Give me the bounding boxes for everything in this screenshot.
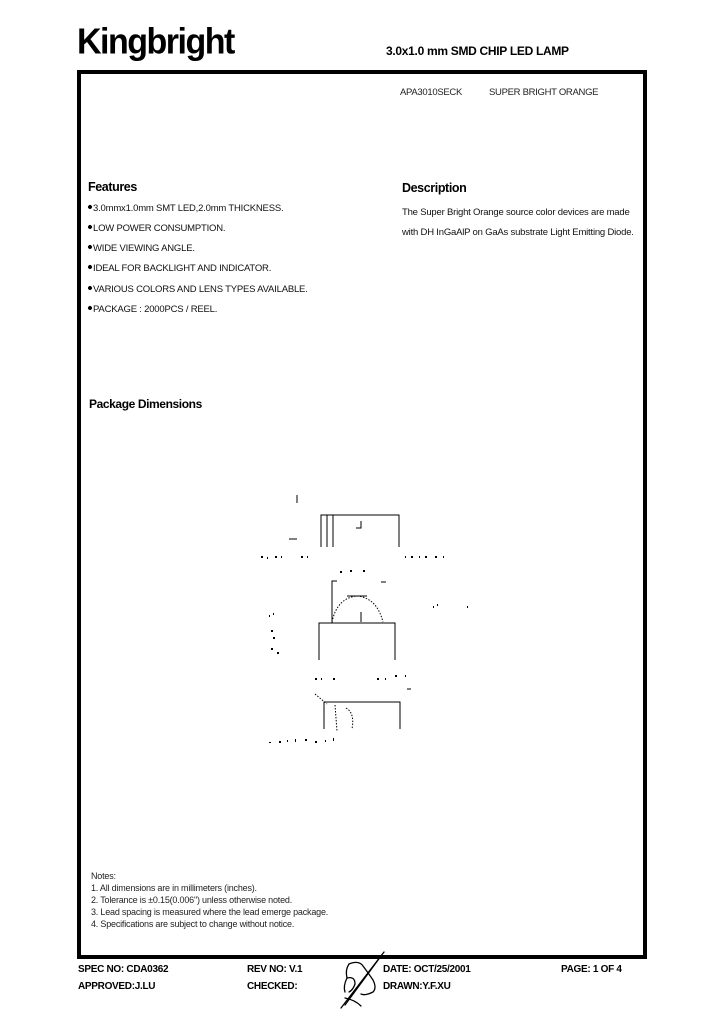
content-frame (77, 70, 647, 959)
bullet-icon (87, 305, 93, 311)
hand-pen-signature-icon (340, 951, 385, 1009)
description-text: The Super Bright Orange source color dev… (402, 207, 634, 238)
note-item: 4. Specifications are subject to change … (91, 919, 295, 929)
part-number: APA3010SECK (400, 87, 463, 98)
revision-number: REV NO: V.1 (247, 964, 303, 975)
feature-item: LOW POWER CONSUMPTION. (87, 222, 308, 242)
page-indicator: PAGE: 1 OF 4 (561, 964, 622, 975)
feature-item: 3.0mmx1.0mm SMT LED,2.0mm THICKNESS. (87, 202, 308, 222)
features-heading: Features (88, 180, 137, 194)
notes-section: Notes: 1. All dimensions are in millimet… (91, 870, 328, 930)
feature-item: IDEAL FOR BACKLIGHT AND INDICATOR. (87, 262, 308, 283)
approved-by: APPROVED:J.LU (78, 981, 156, 992)
document-title: 3.0x1.0 mm SMD CHIP LED LAMP (386, 44, 569, 58)
package-dimensions-heading: Package Dimensions (89, 397, 202, 411)
spec-number: SPEC NO: CDA0362 (78, 964, 169, 975)
part-description: SUPER BRIGHT ORANGE (489, 87, 599, 98)
drawn-by: DRAWN:Y.F.XU (383, 981, 451, 992)
features-list: 3.0mmx1.0mm SMT LED,2.0mm THICKNESS. LOW… (87, 202, 308, 323)
note-item: 3. Lead spacing is measured where the le… (91, 907, 329, 917)
package-dimensions-drawing (261, 495, 468, 743)
bullet-icon (87, 224, 93, 230)
bullet-icon (87, 285, 93, 291)
checked-by: CHECKED: (247, 981, 298, 992)
notes-heading: Notes: (91, 871, 116, 881)
feature-item: WIDE VIEWING ANGLE. (87, 242, 308, 262)
note-item: 2. Tolerance is ±0.15(0.006") unless oth… (91, 895, 292, 905)
bullet-icon (87, 264, 93, 270)
bullet-icon (87, 204, 93, 210)
document-date: DATE: OCT/25/2001 (383, 964, 471, 975)
feature-item: VARIOUS COLORS AND LENS TYPES AVAILABLE. (87, 283, 308, 303)
feature-item: PACKAGE : 2000PCS / REEL. (87, 303, 308, 323)
note-item: 1. All dimensions are in millimeters (in… (91, 883, 257, 893)
description-heading: Description (402, 181, 467, 195)
bullet-icon (87, 244, 93, 250)
kingbright-logo: Kingbright (77, 22, 235, 62)
